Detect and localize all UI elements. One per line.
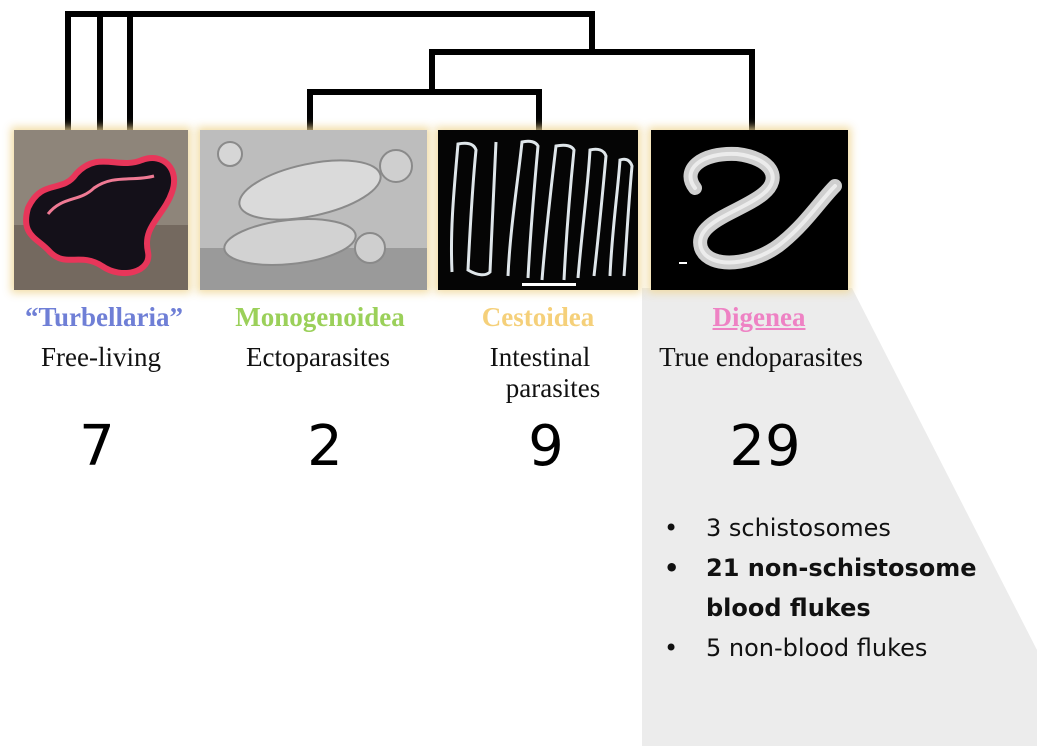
- count-digenea: 29: [729, 412, 800, 482]
- group-name-cestoidea: Cestoidea: [482, 302, 594, 333]
- lifestyle-cestoidea: Intestinal parasites: [480, 342, 600, 404]
- lifestyle-monogenoidea: Ectoparasites: [246, 342, 390, 373]
- count-monogenoidea: 2: [307, 412, 343, 482]
- tree-root-branch: [68, 14, 592, 130]
- tree-monogenoidea-cestoidea-branch: [310, 92, 539, 130]
- group-name-digenea: Digenea: [713, 302, 806, 333]
- group-name-monogenoidea: Monogenoidea: [235, 302, 405, 333]
- count-cestoidea: 9: [528, 412, 564, 482]
- lifestyle-turbellaria: Free-living: [41, 342, 161, 373]
- cestoidea-image: [438, 130, 638, 290]
- turbellaria-image: [14, 130, 188, 290]
- group-name-turbellaria: “Turbellaria”: [25, 302, 183, 333]
- breakdown-item-schistosomes: 3 schistosomes: [664, 508, 996, 548]
- lifestyle-cestoidea-line-1: Intestinal: [480, 342, 600, 373]
- monogenoidea-image: [200, 130, 427, 290]
- breakdown-item-non-blood-flukes: 5 non-blood flukes: [664, 628, 996, 668]
- digenea-image: [651, 130, 848, 290]
- breakdown-item-non-schistosome-blood-flukes: 21 non-schistosome blood flukes: [664, 548, 996, 628]
- lifestyle-digenea: True endoparasites: [659, 342, 863, 373]
- count-turbellaria: 7: [79, 412, 115, 482]
- lifestyle-cestoidea-line-2: parasites: [480, 373, 600, 404]
- digenea-breakdown-list: 3 schistosomes 21 non-schistosome blood …: [664, 508, 996, 668]
